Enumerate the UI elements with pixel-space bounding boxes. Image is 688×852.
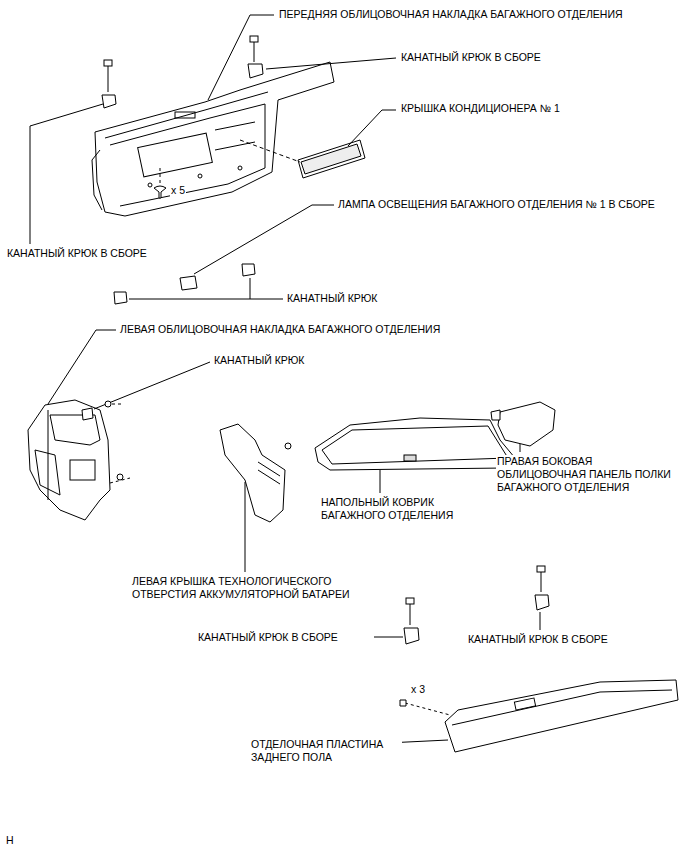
part-label: x 3 <box>410 683 426 696</box>
part-label: КАНАТНЫЙ КРЮК В СБОРЕ <box>467 633 609 646</box>
part-label: НАПОЛЬНЫЙ КОВРИК БАГАЖНОГО ОТДЕЛЕНИЯ <box>320 496 467 522</box>
part-label: КАНАТНЫЙ КРЮК В СБОРЕ <box>6 247 148 260</box>
part-label: ПРАВАЯ БОКОВАЯ ОБЛИЦОВОЧНАЯ ПАНЕЛЬ ПОЛКИ… <box>496 455 684 494</box>
battery-hole-cover <box>220 424 285 522</box>
part-label: ОТДЕЛОЧНАЯ ПЛАСТИНА ЗАДНЕГО ПОЛА <box>250 738 402 764</box>
rear-floor-plate <box>445 680 678 752</box>
rope-hook <box>102 60 116 108</box>
front-trim-panel <box>92 62 334 216</box>
part-label: H <box>5 834 15 847</box>
part-label: ЛАМПА ОСВЕЩЕНИЯ БАГАЖНОГО ОТДЕЛЕНИЯ № 1 … <box>337 198 656 211</box>
right-side-panel <box>491 402 555 446</box>
part-label: КАНАТНЫЙ КРЮК <box>213 354 306 367</box>
part-label: ЛЕВАЯ КРЫШКА ТЕХНОЛОГИЧЕСКОГО ОТВЕРСТИЯ … <box>131 575 363 601</box>
part-label: КАНАТНЫЙ КРЮК <box>286 292 379 305</box>
part-label: КАНАТНЫЙ КРЮК В СБОРЕ <box>400 51 542 64</box>
part-label: x 5 <box>170 184 186 197</box>
part-label: ПЕРЕДНЯЯ ОБЛИЦОВОЧНАЯ НАКЛАДКА БАГАЖНОГО… <box>278 8 624 21</box>
part-label: КАНАТНЫЙ КРЮК В СБОРЕ <box>197 631 339 644</box>
part-label: КРЫШКА КОНДИЦИОНЕРА № 1 <box>400 102 561 115</box>
left-trim-panel <box>28 400 110 520</box>
ac-cover <box>298 140 365 178</box>
part-label: ЛЕВАЯ ОБЛИЦОВОЧНАЯ НАКЛАДКА БАГАЖНОГО ОТ… <box>119 323 441 336</box>
floor-mat <box>315 418 515 470</box>
rope-hook <box>248 36 263 78</box>
